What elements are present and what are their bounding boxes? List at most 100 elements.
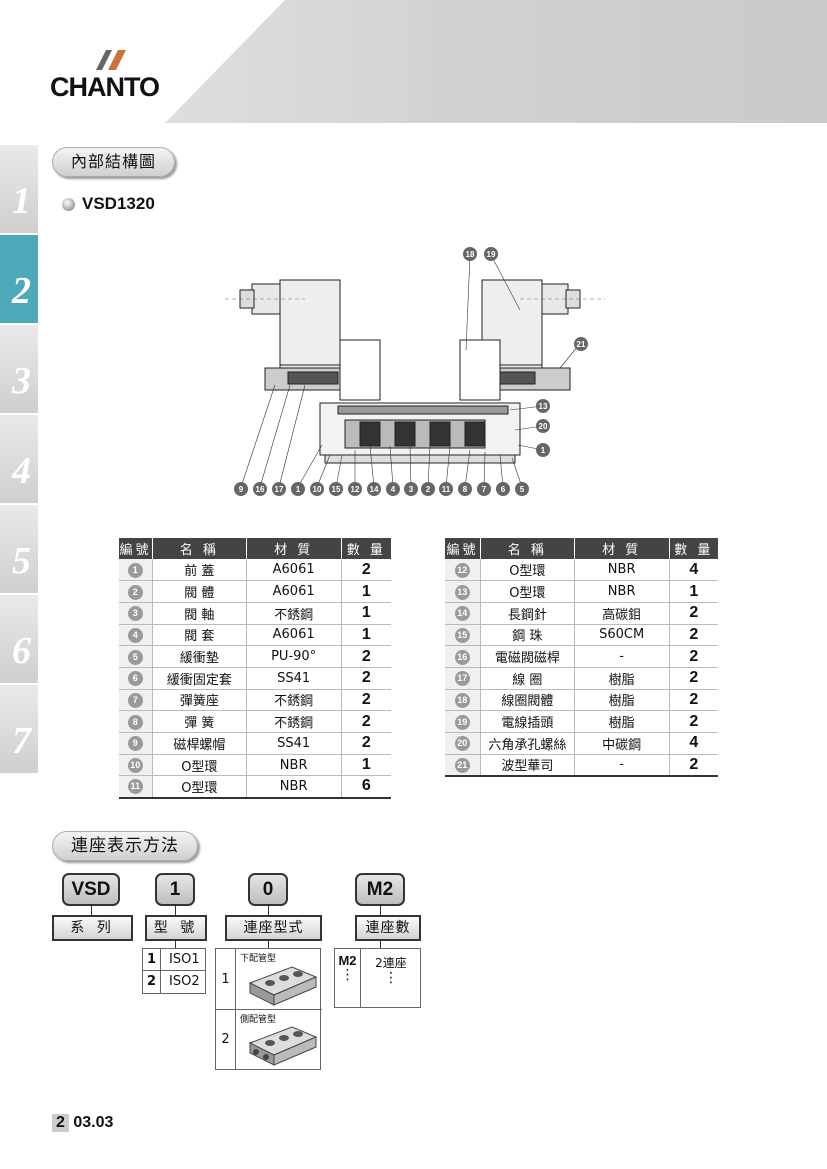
part-number-cell: 16 — [444, 645, 481, 668]
col-material: 材 質 — [573, 538, 670, 559]
part-name: 線圈閥體 — [479, 689, 575, 712]
part-material: NBR — [573, 559, 670, 582]
code-box-series: VSD — [62, 873, 120, 906]
count-ellipsis: ⋮ — [340, 967, 355, 983]
manifold-bottom-icon — [248, 966, 318, 1006]
part-number-badge: 9 — [127, 736, 143, 752]
side-tab-4[interactable]: 4 — [0, 415, 38, 503]
type-name-iso1: ISO1 — [169, 952, 200, 967]
part-number-badge: 10 — [127, 758, 143, 774]
part-qty: 2 — [668, 710, 718, 733]
callout-7: 7 — [482, 485, 487, 494]
part-number-cell: 1 — [118, 559, 153, 582]
section-title-manifold: 連座表示方法 — [52, 831, 198, 861]
structure-diagram: 9 16 17 1 10 15 12 14 4 3 2 11 8 7 6 5 1… — [225, 247, 605, 496]
side-tab-2[interactable]: 2 — [0, 235, 38, 323]
side-tab-3[interactable]: 3 — [0, 325, 38, 413]
callout-18: 18 — [466, 250, 475, 259]
part-material: SS41 — [245, 667, 342, 690]
part-number-cell: 13 — [444, 580, 481, 603]
part-qty: 1 — [668, 580, 718, 603]
part-number-badge: 3 — [127, 606, 143, 622]
callout-9: 9 — [239, 485, 244, 494]
callout-5: 5 — [520, 485, 525, 494]
part-number-cell: 12 — [444, 559, 481, 582]
section-title-structure: 內部結構圖 — [52, 147, 176, 177]
type-code-1: 1 — [143, 949, 161, 970]
part-number-badge: 21 — [454, 757, 470, 773]
part-qty: 1 — [340, 580, 391, 603]
callout-11: 11 — [442, 485, 451, 494]
label-station-count: 連座數 — [355, 915, 421, 941]
count-options: M2 ⋮ 2連座 ⋮ — [334, 948, 421, 1008]
callout-21: 21 — [577, 340, 586, 349]
part-name: 閥 軸 — [151, 602, 247, 625]
callout-1-right: 1 — [541, 446, 546, 455]
col-name: 名 稱 — [151, 538, 247, 559]
part-qty: 1 — [340, 754, 391, 777]
part-material: 高碳鉬 — [573, 602, 670, 625]
page-code: 03.03 — [73, 1114, 114, 1131]
col-material: 材 質 — [245, 538, 342, 559]
part-number-badge: 6 — [127, 671, 143, 687]
part-qty: 2 — [340, 559, 391, 582]
part-number-badge: 1 — [127, 562, 143, 578]
part-number-cell: 18 — [444, 689, 481, 712]
manifold-side-icon — [248, 1026, 318, 1066]
part-number-badge: 11 — [127, 779, 143, 795]
side-tab-5[interactable]: 5 — [0, 505, 38, 593]
label-type: 型 號 — [145, 915, 207, 941]
side-tab-7[interactable]: 7 — [0, 685, 38, 773]
col-qty: 數 量 — [668, 538, 718, 559]
count-code-m2: M2 — [338, 953, 357, 968]
side-tab-1[interactable]: 1 — [0, 145, 38, 233]
base-name-bottom: 下配管型 — [240, 954, 277, 964]
side-tab-6[interactable]: 6 — [0, 595, 38, 683]
brand-logo: CHANTO — [50, 72, 160, 102]
part-material: PU-90° — [245, 645, 342, 668]
count-ellipsis: ⋮ — [384, 970, 398, 986]
part-name: 閥 套 — [151, 624, 247, 647]
base-code-1: 1 — [216, 949, 236, 1010]
callout-3: 3 — [409, 485, 414, 494]
part-number-badge: 17 — [454, 671, 470, 687]
part-name: 波型華司 — [479, 754, 575, 777]
chapter-number: 2 — [52, 1114, 69, 1132]
callout-10: 10 — [313, 485, 322, 494]
code-box-type: 1 — [155, 873, 195, 906]
col-no: 編號 — [444, 538, 481, 559]
part-name: 緩衝墊 — [151, 645, 247, 668]
part-number-cell: 2 — [118, 580, 153, 603]
part-name: 磁桿螺帽 — [151, 732, 247, 755]
part-material: - — [573, 754, 670, 777]
part-number-cell: 8 — [118, 710, 153, 733]
part-number-badge: 4 — [127, 627, 143, 643]
part-material: NBR — [245, 754, 342, 777]
callout-8: 8 — [463, 485, 468, 494]
part-material: 不銹鋼 — [245, 710, 342, 733]
part-number-cell: 14 — [444, 602, 481, 625]
part-name: O型環 — [479, 559, 575, 582]
part-qty: 1 — [340, 602, 391, 625]
part-qty: 2 — [668, 602, 718, 625]
part-material: SS41 — [245, 732, 342, 755]
part-number-badge: 13 — [454, 584, 470, 600]
part-qty: 4 — [668, 559, 718, 582]
base-options: 1 下配管型 2 側配管型 — [215, 948, 322, 1070]
header-band — [165, 0, 827, 123]
part-qty: 2 — [668, 645, 718, 668]
type-name-iso2: ISO2 — [169, 974, 200, 989]
